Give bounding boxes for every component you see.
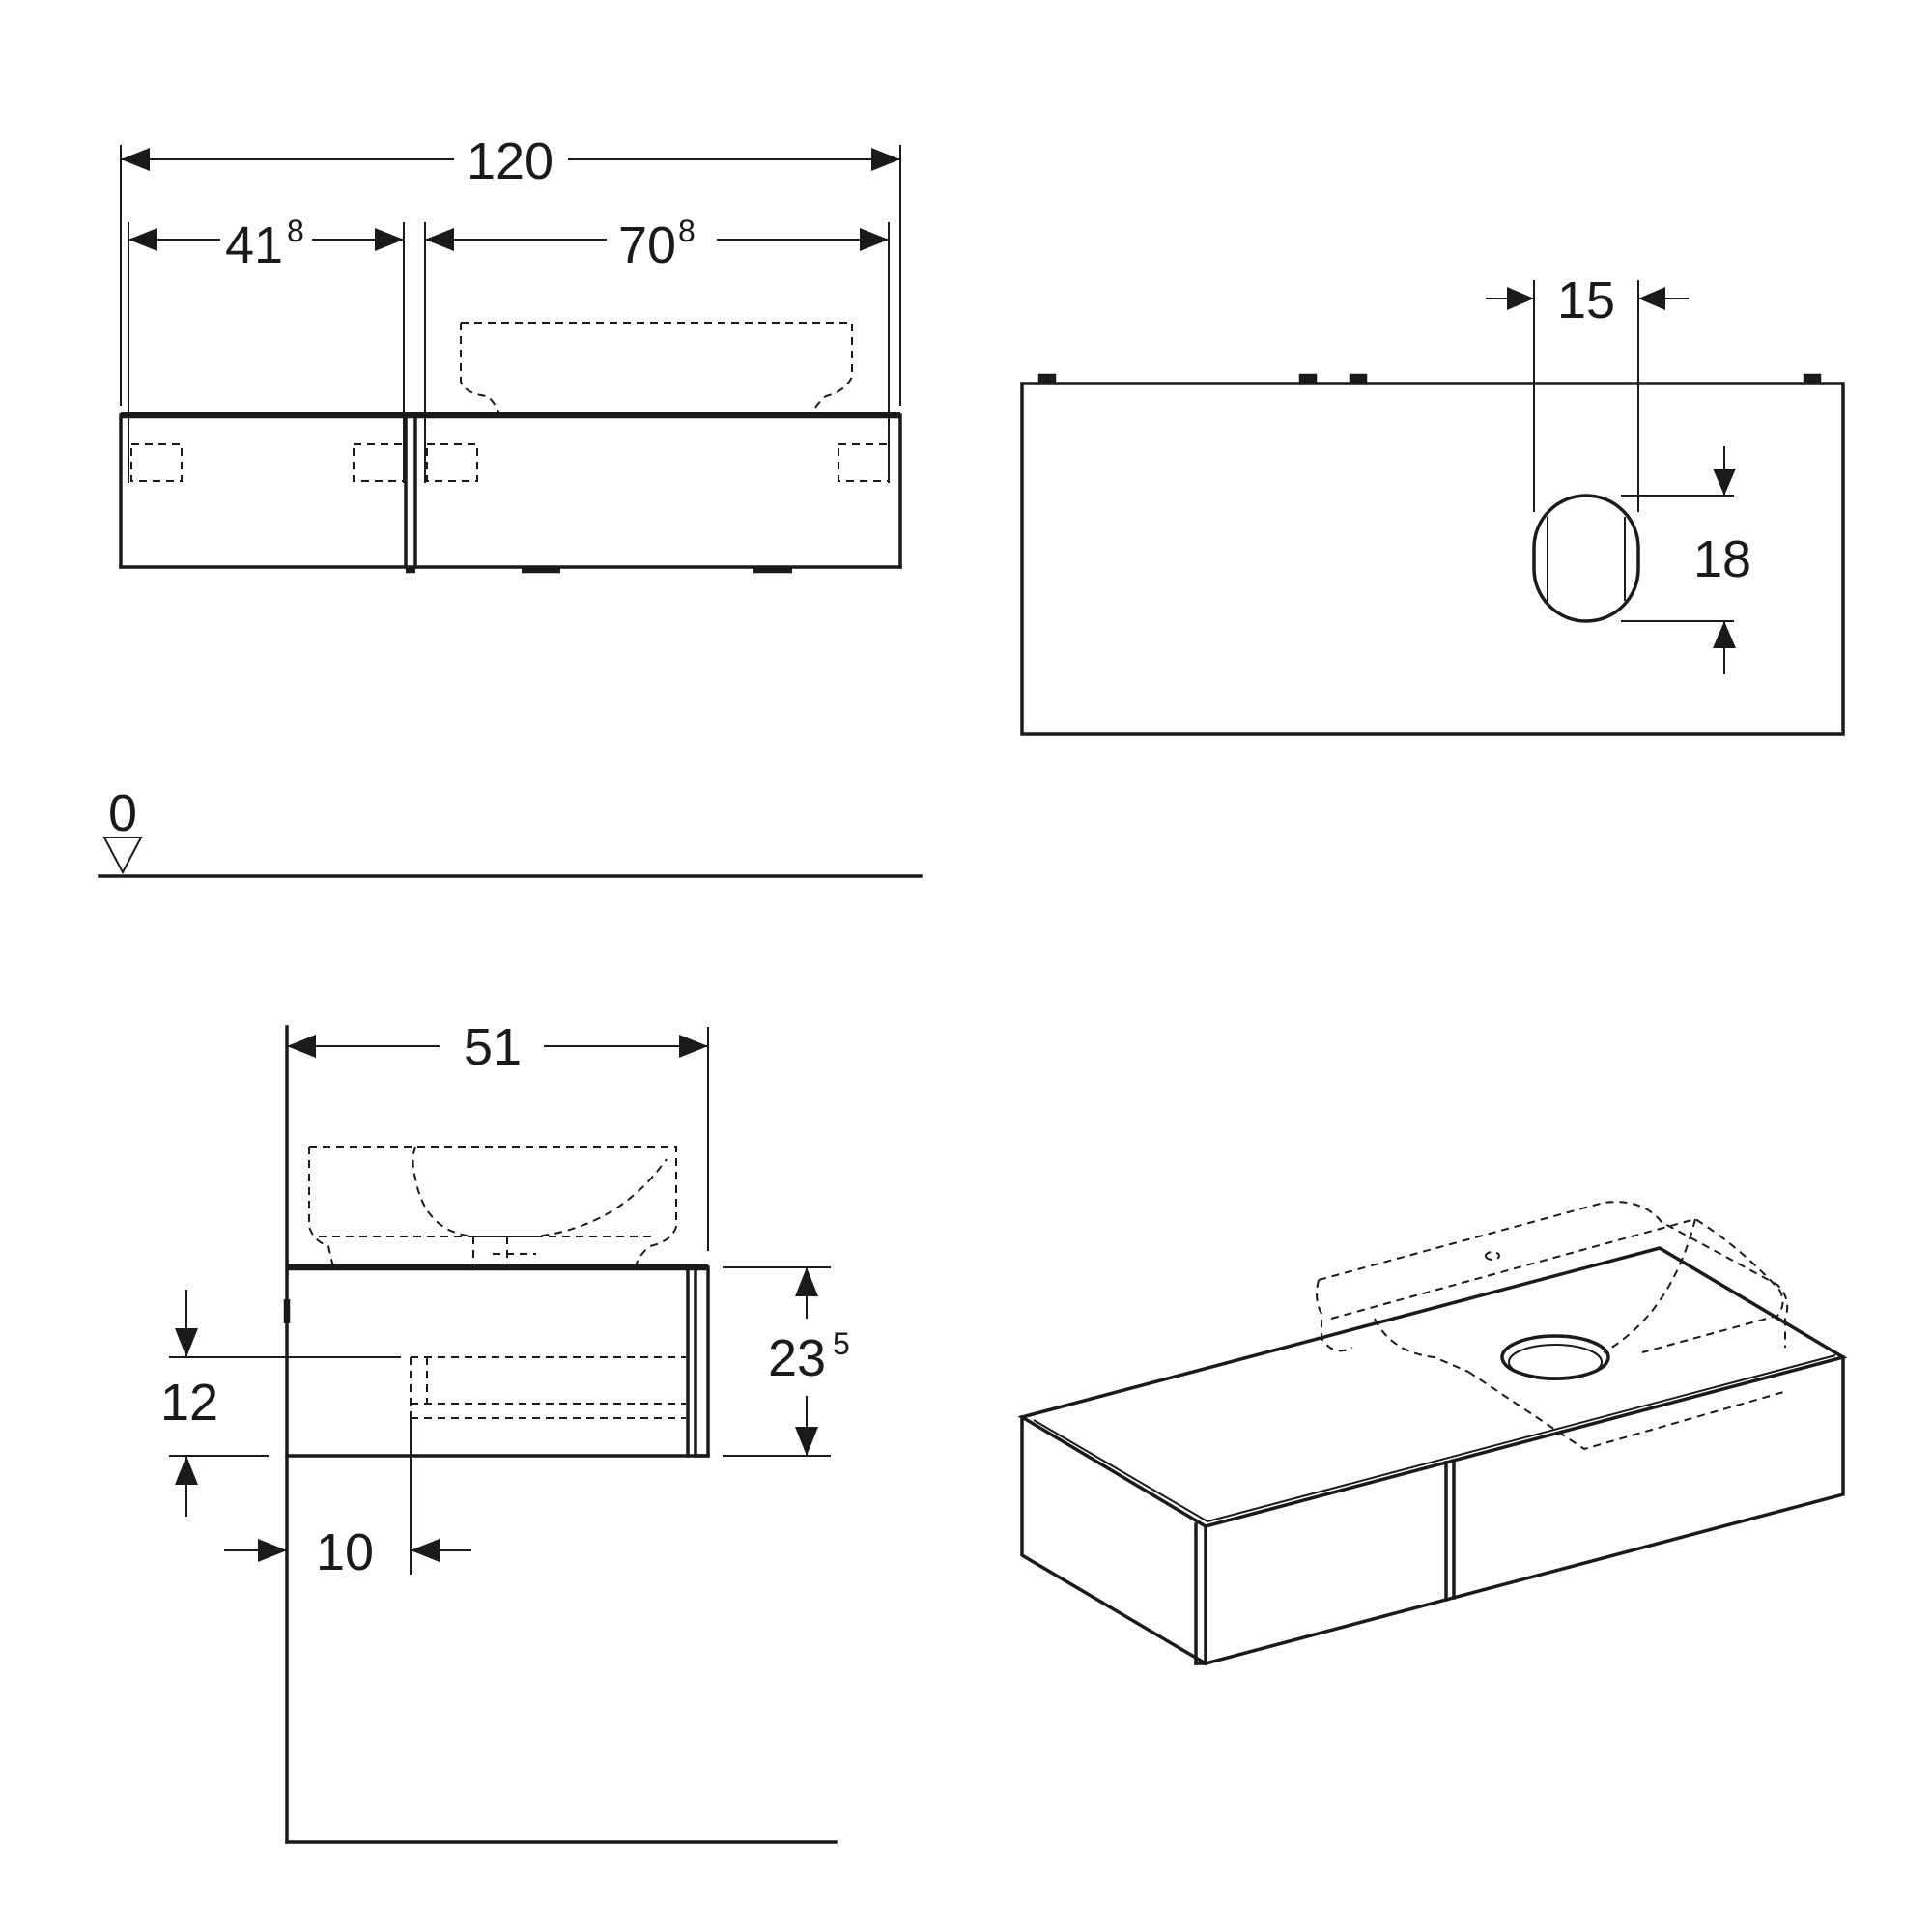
side-view: 51 23 5 12 10 [160, 1018, 850, 1844]
level-triangle-icon [102, 837, 143, 875]
drain-hole [1532, 494, 1640, 623]
floor-level-marker: 0 [98, 784, 923, 878]
dim-height-sup: 5 [833, 1326, 850, 1361]
dim-height-label: 23 [768, 1329, 826, 1387]
iso-basin-outline [1316, 1201, 1789, 1451]
dim-left-drawer: 41 8 [128, 213, 404, 274]
basin-outline-side [308, 1146, 677, 1268]
dim-depth: 51 [287, 1018, 708, 1076]
dim-height: 23 5 [768, 1267, 850, 1456]
dim-hole-height-label: 18 [1693, 530, 1751, 588]
top-view: 15 18 [1020, 271, 1845, 736]
mounting-pin [1037, 373, 1822, 384]
dim-offset-depth-label: 10 [316, 1523, 374, 1581]
floor-level-label: 0 [108, 784, 137, 842]
dim-depth-label: 51 [464, 1018, 522, 1076]
cabinet-front [119, 412, 902, 574]
dim-offset-height-label: 12 [160, 1374, 218, 1432]
dim-total-width-label: 120 [467, 132, 554, 190]
dim-total-width: 120 [121, 132, 900, 190]
basin-outline-front [460, 322, 853, 416]
front-view: 120 41 8 70 8 [119, 132, 902, 574]
countertop-outline [1020, 382, 1845, 736]
dim-hole-width-label: 15 [1557, 271, 1615, 329]
drawer-rail-bracket [130, 443, 890, 482]
dim-offset-depth: 10 [224, 1523, 471, 1581]
dim-left-drawer-label: 41 [225, 216, 283, 274]
dim-left-drawer-sup: 8 [287, 213, 304, 248]
isometric-view [1017, 1201, 1848, 1666]
drawer-rail-side [410, 1356, 686, 1419]
dim-right-drawer: 70 8 [425, 213, 889, 274]
dim-right-drawer-label: 70 [618, 216, 676, 274]
dim-hole-height: 18 [1693, 446, 1751, 674]
dim-right-drawer-sup: 8 [678, 213, 696, 248]
dim-offset-height: 12 [160, 1290, 218, 1517]
dim-hole-width: 15 [1486, 271, 1689, 329]
